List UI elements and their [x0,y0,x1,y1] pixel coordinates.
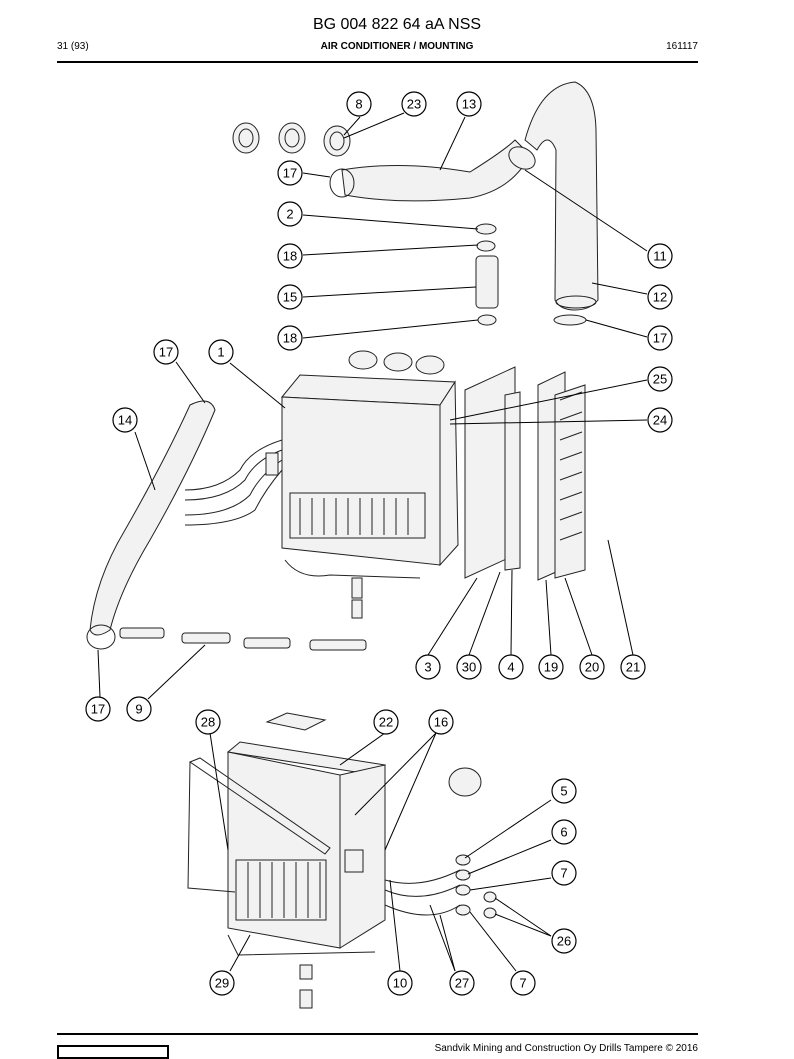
page-number: 31 (93) [57,41,89,52]
callout-30: 30 [456,654,482,680]
callout-18: 18 [277,325,303,351]
date-code: 161117 [666,41,698,52]
callout-19: 19 [538,654,564,680]
svg-text:28: 28 [201,715,215,730]
elbow-duct-12 [524,81,599,311]
svg-text:21: 21 [626,660,640,675]
callout-24: 24 [647,407,673,433]
callout-25: 25 [647,366,673,392]
callout-20: 20 [579,654,605,680]
callout-7: 7 [510,970,536,996]
footer-rule [57,1033,698,1035]
svg-text:5: 5 [560,784,567,799]
callout-16: 16 [428,709,454,735]
callout-3: 3 [415,654,441,680]
callout-12: 12 [647,284,673,310]
svg-text:3: 3 [424,660,431,675]
leader-lines [97,112,648,972]
svg-text:16: 16 [434,715,448,730]
svg-text:17: 17 [159,345,173,360]
svg-text:17: 17 [91,702,105,717]
callout-17: 17 [277,160,303,186]
svg-text:17: 17 [653,331,667,346]
svg-text:1: 1 [217,345,224,360]
document-number: BG 004 822 64 aA NSS [312,16,482,33]
callout-6: 6 [551,819,577,845]
round-vents-mid [348,350,445,375]
svg-text:4: 4 [507,660,514,675]
svg-text:8: 8 [355,97,362,112]
callout-9: 9 [126,696,152,722]
callout-21: 21 [620,654,646,680]
svg-text:22: 22 [379,715,393,730]
callout-22: 22 [373,709,399,735]
small-parts-2-18-15 [475,223,499,326]
svg-text:27: 27 [455,976,469,991]
grille-vents-9 [119,627,367,651]
svg-text:14: 14 [118,413,132,428]
svg-text:25: 25 [653,372,667,387]
svg-text:19: 19 [544,660,558,675]
svg-text:30: 30 [462,660,476,675]
callout-26: 26 [551,928,577,954]
hoses-and-fittings [184,439,363,619]
callout-29: 29 [209,970,235,996]
flexible-duct-13 [329,139,531,202]
callout-2: 2 [277,201,303,227]
section-title: AIR CONDITIONER / MOUNTING [320,41,474,52]
copyright-text: Sandvik Mining and Construction Oy Drill… [434,1043,698,1054]
callout-17: 17 [85,696,111,722]
svg-text:17: 17 [283,166,297,181]
svg-text:15: 15 [283,290,297,305]
flexible-duct-14 [86,400,216,650]
callout-4: 4 [498,654,524,680]
hose-clamp-17 [553,314,587,326]
svg-text:29: 29 [215,976,229,991]
ac-unit-lower-assembly [187,712,497,1009]
svg-text:26: 26 [557,934,571,949]
svg-text:23: 23 [407,97,421,112]
callout-13: 13 [456,91,482,117]
svg-text:10: 10 [393,976,407,991]
svg-text:12: 12 [653,290,667,305]
svg-text:7: 7 [519,976,526,991]
callout-7: 7 [551,860,577,886]
filter-panels-3-30-4 [464,366,586,581]
callout-10: 10 [387,970,413,996]
svg-text:24: 24 [653,413,667,428]
svg-text:6: 6 [560,825,567,840]
callout-5: 5 [551,778,577,804]
callout-11: 11 [647,243,673,269]
header-rule [57,61,698,63]
svg-text:18: 18 [283,331,297,346]
ac-unit-body-1 [280,374,459,579]
svg-text:9: 9 [135,702,142,717]
callout-14: 14 [112,407,138,433]
svg-text:7: 7 [560,866,567,881]
svg-text:11: 11 [653,249,667,264]
callout-15: 15 [277,284,303,310]
hose-coupling-11 [508,146,536,170]
svg-text:2: 2 [286,207,293,222]
callout-28: 28 [195,709,221,735]
callout-23: 23 [401,91,427,117]
callout-27: 27 [449,970,475,996]
callout-18: 18 [277,243,303,269]
round-vents-top [232,122,351,157]
svg-text:20: 20 [585,660,599,675]
callout-8: 8 [346,91,372,117]
svg-text:18: 18 [283,249,297,264]
callout-1: 1 [208,339,234,365]
company-logo [57,1045,169,1059]
svg-text:13: 13 [462,97,476,112]
callout-17: 17 [153,339,179,365]
callout-17: 17 [647,325,673,351]
